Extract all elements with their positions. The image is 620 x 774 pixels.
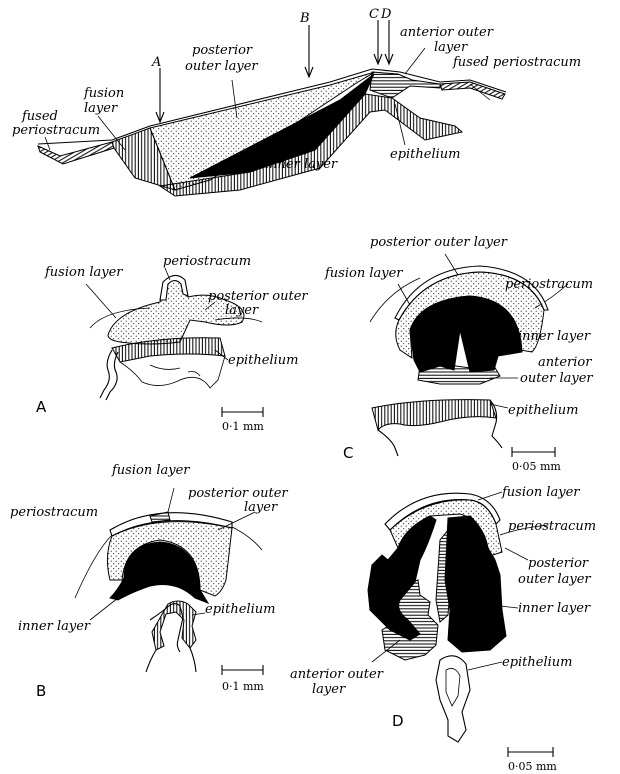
- panel-b-fusion-band: [150, 512, 170, 522]
- panel-a-tissue-outline: [120, 356, 225, 388]
- d-label-inner: inner layer: [518, 601, 591, 616]
- section-label-a: A: [151, 55, 161, 70]
- panel-b-letter: B: [36, 682, 46, 700]
- panel-b-epithelium-strands: [146, 648, 196, 672]
- fused-periostracum-left-shape: [38, 142, 114, 164]
- panel-a-epithelium-strand: [100, 350, 112, 398]
- panel-a-scale-label: 0·1 mm: [222, 420, 264, 433]
- panel-b-epithelium-shape: [152, 601, 196, 650]
- panel-d-letter: D: [392, 712, 404, 730]
- panel-a-tissue-detail: [150, 365, 200, 376]
- top-label-posterior-1: posterior: [192, 43, 253, 58]
- c-label-fusion: fusion layer: [324, 266, 403, 281]
- leader-b-fusion: [168, 488, 174, 512]
- panel-b-scale-bar: [222, 665, 263, 675]
- panel-c-scale-label: 0·05 mm: [512, 460, 561, 473]
- d-label-anterior-2: layer: [312, 682, 346, 697]
- a-label-posterior-1: posterior outer: [208, 289, 308, 304]
- b-label-fusion: fusion layer: [111, 463, 190, 478]
- panel-a-letter: A: [36, 398, 47, 416]
- d-label-periostracum: periostracum: [508, 519, 596, 534]
- panel-c-scale-bar: [512, 447, 555, 457]
- section-label-b: B: [299, 11, 310, 26]
- top-label-inner: inner layer: [265, 157, 338, 172]
- leader-b-inner: [90, 598, 118, 620]
- leader-c-fusion: [398, 284, 410, 305]
- panel-d-epithelium-inner: [446, 668, 460, 706]
- section-arrow-c: [374, 20, 382, 64]
- panel-a-section: [86, 268, 262, 400]
- b-label-epithelium: epithelium: [205, 602, 275, 617]
- d-label-posterior-1: posterior: [528, 556, 589, 571]
- section-arrow-b: [305, 25, 313, 77]
- c-label-inner: inner layer: [518, 329, 591, 344]
- panel-b-scale-label: 0·1 mm: [222, 680, 264, 693]
- section-label-c: C: [369, 7, 379, 22]
- leader-d-posterior: [505, 548, 528, 560]
- c-label-anterior-1: anterior: [538, 355, 592, 370]
- fused-periostracum-right-shape: [440, 82, 505, 99]
- b-label-posterior-2: layer: [244, 500, 278, 515]
- section-arrow-a: [156, 68, 164, 122]
- top-label-fused-periostracum-right: fused periostracum: [452, 55, 581, 70]
- d-label-epithelium: epithelium: [502, 655, 572, 670]
- top-label-epithelium: epithelium: [390, 147, 460, 162]
- leader-d-inner: [500, 606, 518, 608]
- top-label-fused-periostracum-1: fused: [21, 109, 58, 124]
- anterior-outer-layer-shape: [370, 72, 440, 98]
- leader-d-epithelium: [468, 662, 502, 670]
- b-label-posterior-1: posterior outer: [188, 486, 288, 501]
- a-label-epithelium: epithelium: [228, 353, 298, 368]
- leader-a-fusion: [86, 284, 116, 318]
- d-label-posterior-2: outer layer: [518, 572, 591, 587]
- section-arrow-d: [385, 20, 393, 64]
- a-label-periostracum: periostracum: [163, 254, 251, 269]
- c-label-epithelium: epithelium: [508, 403, 578, 418]
- c-label-posterior: posterior outer layer: [370, 235, 508, 250]
- a-label-posterior-2: layer: [225, 303, 259, 318]
- top-label-fused-periostracum-2: periostracum: [12, 123, 100, 138]
- d-label-anterior-1: anterior outer: [290, 667, 384, 682]
- top-label-fusion-2: layer: [84, 101, 118, 116]
- c-label-anterior-2: outer layer: [520, 371, 593, 386]
- top-label-anterior-2: layer: [434, 40, 468, 55]
- panel-b-section: [75, 488, 262, 672]
- panel-a-scale-bar: [222, 407, 263, 417]
- section-label-d: D: [380, 7, 392, 22]
- a-label-fusion: fusion layer: [44, 265, 123, 280]
- panel-c-epithelium-shape: [372, 400, 496, 430]
- panel-c-letter: C: [343, 444, 353, 462]
- panel-b-periostracum-left: [75, 535, 112, 598]
- leader-d-fusion: [478, 492, 502, 500]
- panel-b-periostracum-right: [228, 525, 262, 550]
- b-label-periostracum: periostracum: [10, 505, 98, 520]
- top-label-fusion-1: fusion: [83, 86, 124, 101]
- panel-d-scale-label: 0·05 mm: [508, 760, 557, 773]
- b-label-inner: inner layer: [18, 619, 91, 634]
- d-label-fusion: fusion layer: [501, 485, 580, 500]
- top-label-posterior-2: outer layer: [185, 59, 258, 74]
- panel-d-scale-bar: [508, 747, 553, 757]
- c-label-periostracum: periostracum: [505, 277, 593, 292]
- leader-anterior-outer: [405, 48, 425, 74]
- top-label-anterior-1: anterior outer: [400, 25, 494, 40]
